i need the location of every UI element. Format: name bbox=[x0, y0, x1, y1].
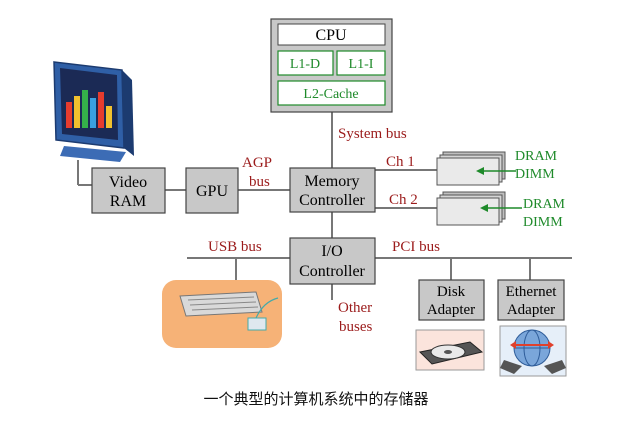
video-ram: Video RAM bbox=[91, 167, 166, 214]
dimm2-label-line2: DIMM bbox=[523, 215, 563, 230]
gpu: GPU bbox=[185, 167, 239, 214]
disk-drive-icon bbox=[415, 329, 485, 371]
disk-adapter-label-line1: Disk bbox=[437, 284, 466, 300]
ethernet-adapter: Ethernet Adapter bbox=[497, 279, 565, 321]
io-controller-label-line1: I/O bbox=[321, 243, 342, 260]
io-controller-label-line2: Controller bbox=[299, 263, 365, 280]
ethernet-adapter-label-line2: Adapter bbox=[507, 302, 555, 318]
dimm2-label-line1: DRAM bbox=[523, 197, 566, 212]
dimm1-label-line1: DRAM bbox=[515, 149, 558, 164]
system-bus-label: System bus bbox=[338, 126, 407, 142]
diagram-caption: 一个典型的计算机系统中的存储器 bbox=[203, 390, 428, 408]
memory-controller-label-line2: Controller bbox=[299, 192, 365, 209]
usb-bus-label: USB bus bbox=[208, 239, 262, 255]
dimm-module-icon bbox=[436, 151, 516, 186]
ethernet-adapter-label-line1: Ethernet bbox=[506, 284, 558, 300]
pci-bus-label: PCI bus bbox=[392, 239, 440, 255]
agp-bus-label-line2: bus bbox=[249, 174, 270, 190]
memory-controller: Memory Controller bbox=[289, 167, 376, 213]
channel2-label: Ch 2 bbox=[389, 192, 418, 208]
keyboard-icon bbox=[162, 280, 282, 348]
gpu-label: GPU bbox=[196, 183, 228, 200]
connector-lines bbox=[77, 110, 572, 300]
network-icon bbox=[499, 325, 567, 377]
monitor-icon bbox=[53, 61, 134, 162]
memory-controller-label-line1: Memory bbox=[304, 173, 359, 190]
video-ram-label-line1: Video bbox=[109, 174, 147, 191]
io-controller: I/O Controller bbox=[289, 237, 376, 285]
l1d-cache-label: L1-D bbox=[290, 57, 320, 72]
disk-adapter-label-line2: Adapter bbox=[427, 302, 475, 318]
l1d-cache-box bbox=[277, 50, 334, 76]
video-ram-label-line2: RAM bbox=[110, 193, 146, 210]
dimm-module-icon bbox=[436, 191, 522, 226]
cpu-title-box bbox=[277, 23, 386, 46]
dimm1-label-line2: DIMM bbox=[515, 167, 555, 182]
agp-bus-label-line1: AGP bbox=[242, 155, 272, 171]
l1i-cache-box bbox=[336, 50, 386, 76]
disk-adapter: Disk Adapter bbox=[418, 279, 485, 321]
l1i-cache-label: L1-I bbox=[349, 57, 374, 72]
cpu-block: CPU L1-D L1-I L2-Cache bbox=[270, 18, 393, 113]
other-buses-label-line2: buses bbox=[339, 319, 372, 335]
channel1-label: Ch 1 bbox=[386, 154, 415, 170]
l2-cache-label: L2-Cache bbox=[303, 87, 358, 102]
l2-cache-box bbox=[277, 80, 386, 106]
cpu-title: CPU bbox=[315, 27, 347, 44]
other-buses-label-line1: Other bbox=[338, 300, 372, 316]
